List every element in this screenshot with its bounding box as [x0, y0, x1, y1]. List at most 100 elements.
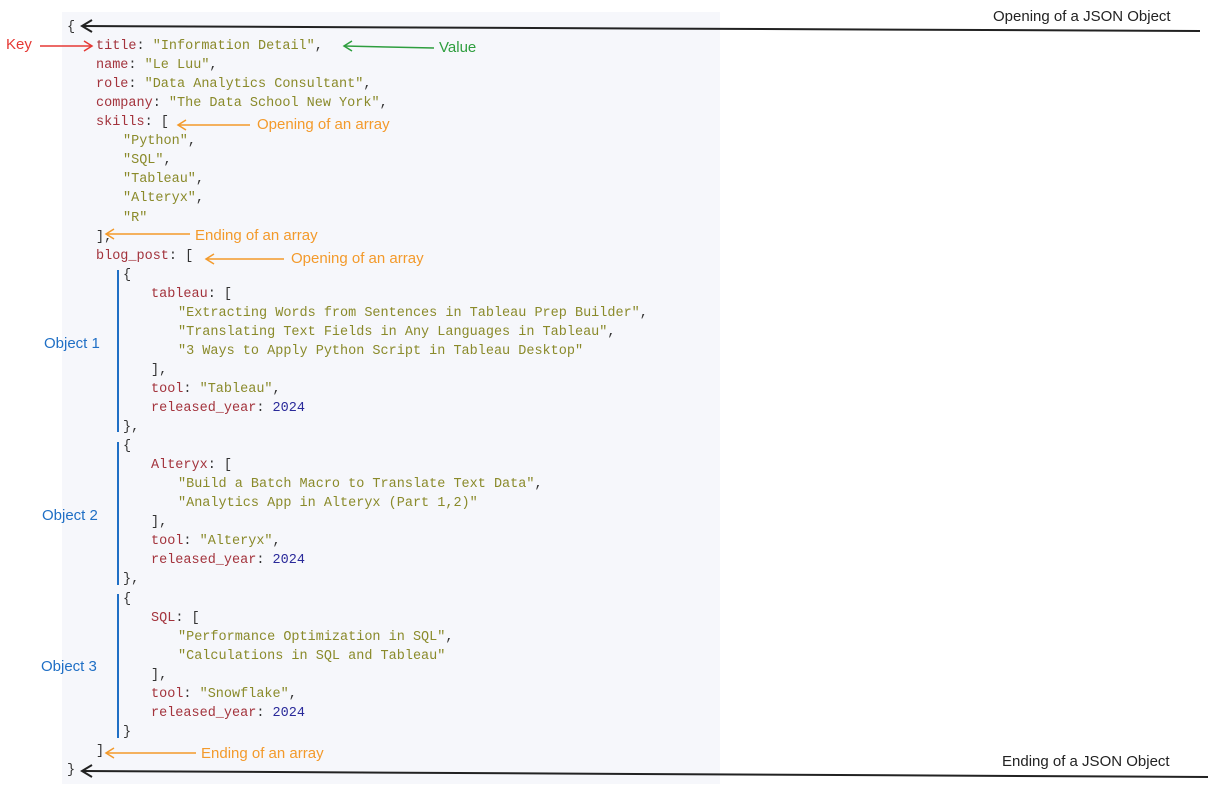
code-punct: ],: [151, 515, 168, 531]
code-line: "Analytics App in Alteryx (Part 1,2)": [178, 494, 478, 513]
code-brace: {: [67, 20, 76, 35]
code-str: "Data Analytics Consultant": [144, 77, 364, 93]
code-str: "Snowflake": [199, 686, 289, 702]
code-line: tool: "Snowflake",: [151, 685, 297, 704]
opening-json-arrowhead: [80, 19, 93, 33]
opening-array-label: Opening of an array: [257, 116, 390, 133]
code-key: blog_post: [96, 248, 169, 264]
code-line: {: [67, 18, 75, 37]
code-line: role: "Data Analytics Consultant",: [96, 75, 371, 94]
ending-array-label: Ending of an array: [201, 745, 324, 762]
code-line: {: [123, 590, 131, 609]
code-line: Alteryx: [: [151, 456, 232, 475]
code-punct: : [: [144, 115, 169, 131]
code-str: "Information Detail": [152, 39, 315, 55]
code-line: skills: [: [96, 113, 169, 132]
code-str: "Alteryx": [123, 191, 196, 207]
code-punct: ,: [314, 39, 323, 55]
code-str: "Calculations in SQL and Tableau": [178, 648, 446, 664]
code-punct: ,: [534, 477, 543, 493]
code-line: "Calculations in SQL and Tableau": [178, 647, 445, 666]
code-brace: }: [123, 724, 132, 740]
code-line: title: "Information Detail",: [96, 37, 323, 56]
code-key: tableau: [151, 286, 208, 302]
code-key: name: [96, 58, 129, 74]
code-line: ]: [96, 742, 104, 761]
code-line: "Build a Batch Macro to Translate Text D…: [178, 475, 543, 494]
code-str: "R": [123, 210, 148, 226]
code-line: released_year: 2024: [151, 551, 305, 570]
code-line: ],: [151, 513, 167, 532]
code-line: blog_post: [: [96, 247, 193, 266]
json-code-panel: { title: "Information Detail", name: "Le L…: [62, 12, 720, 784]
code-line: "Alteryx",: [123, 189, 204, 208]
code-key: company: [96, 96, 153, 112]
code-key: tool: [151, 686, 184, 702]
code-str: "Build a Batch Macro to Translate Text D…: [178, 477, 535, 493]
array-arrows: [104, 119, 284, 759]
code-punct: : [: [168, 248, 194, 264]
ending-array-label: Ending of an array: [195, 227, 318, 244]
code-line: "Translating Text Fields in Any Language…: [178, 323, 615, 342]
code-str: "Alteryx": [199, 534, 273, 550]
code-key: tool: [151, 381, 184, 397]
code-punct: :: [256, 401, 273, 416]
code-line: {: [123, 266, 131, 285]
code-brace: },: [123, 420, 140, 436]
code-str: "The Data School New York": [168, 96, 380, 112]
object-3-label: Object 3: [41, 658, 97, 675]
code-punct: :: [256, 553, 273, 569]
code-line: ],: [151, 666, 167, 685]
code-brace: },: [123, 572, 140, 588]
code-key: role: [96, 77, 129, 93]
code-punct: :: [256, 705, 273, 721]
code-line: SQL: [: [151, 609, 200, 628]
code-key: Alteryx: [151, 458, 208, 474]
code-line: ],: [151, 361, 167, 380]
code-str: "Performance Optimization in SQL": [178, 629, 446, 645]
code-str: "3 Ways to Apply Python Script in Tablea…: [178, 343, 584, 359]
code-line: }: [67, 761, 75, 780]
code-punct: ,: [187, 134, 196, 150]
code-punct: ,: [272, 381, 281, 397]
code-line: "SQL",: [123, 151, 172, 170]
code-punct: ,: [195, 172, 205, 188]
code-str: "Le Luu": [144, 58, 210, 74]
value-label: Value: [439, 39, 477, 56]
code-key: skills: [96, 115, 145, 131]
object-1-label: Object 1: [44, 335, 100, 352]
code-line: "Performance Optimization in SQL",: [178, 628, 453, 647]
code-punct: ,: [163, 153, 172, 169]
code-key: SQL: [151, 610, 176, 626]
code-str: "Python": [123, 134, 188, 150]
code-punct: ],: [151, 667, 168, 683]
code-punct: :: [183, 686, 200, 702]
value-arrow: [343, 45, 435, 49]
code-punct: :: [152, 96, 169, 112]
object-2-label: Object 2: [42, 507, 98, 524]
code-punct: ,: [445, 629, 454, 645]
code-line: released_year: 2024: [151, 704, 305, 723]
code-punct: : [: [207, 458, 233, 474]
code-punct: :: [183, 381, 200, 397]
code-line: company: "The Data School New York",: [96, 94, 388, 113]
ending-json-label: Ending of a JSON Object: [1002, 753, 1170, 770]
code-punct: ,: [272, 534, 281, 550]
code-punct: ,: [209, 58, 218, 74]
code-punct: : [: [207, 286, 233, 302]
code-str: "Translating Text Fields in Any Language…: [178, 324, 608, 340]
code-num: 2024: [272, 401, 305, 416]
code-key: released_year: [151, 705, 257, 721]
key-label: Key: [6, 36, 32, 53]
code-str: "Extracting Words from Sentences in Tabl…: [178, 305, 640, 321]
code-punct: :: [128, 58, 145, 74]
code-punct: ,: [195, 191, 205, 207]
code-line: "R": [123, 209, 147, 228]
code-line: "3 Ways to Apply Python Script in Tablea…: [178, 342, 583, 361]
code-line: tool: "Alteryx",: [151, 532, 281, 551]
code-brace: {: [123, 267, 132, 283]
code-line: tool: "Tableau",: [151, 380, 281, 399]
code-line: "Extracting Words from Sentences in Tabl…: [178, 304, 648, 323]
code-punct: :: [183, 534, 200, 550]
